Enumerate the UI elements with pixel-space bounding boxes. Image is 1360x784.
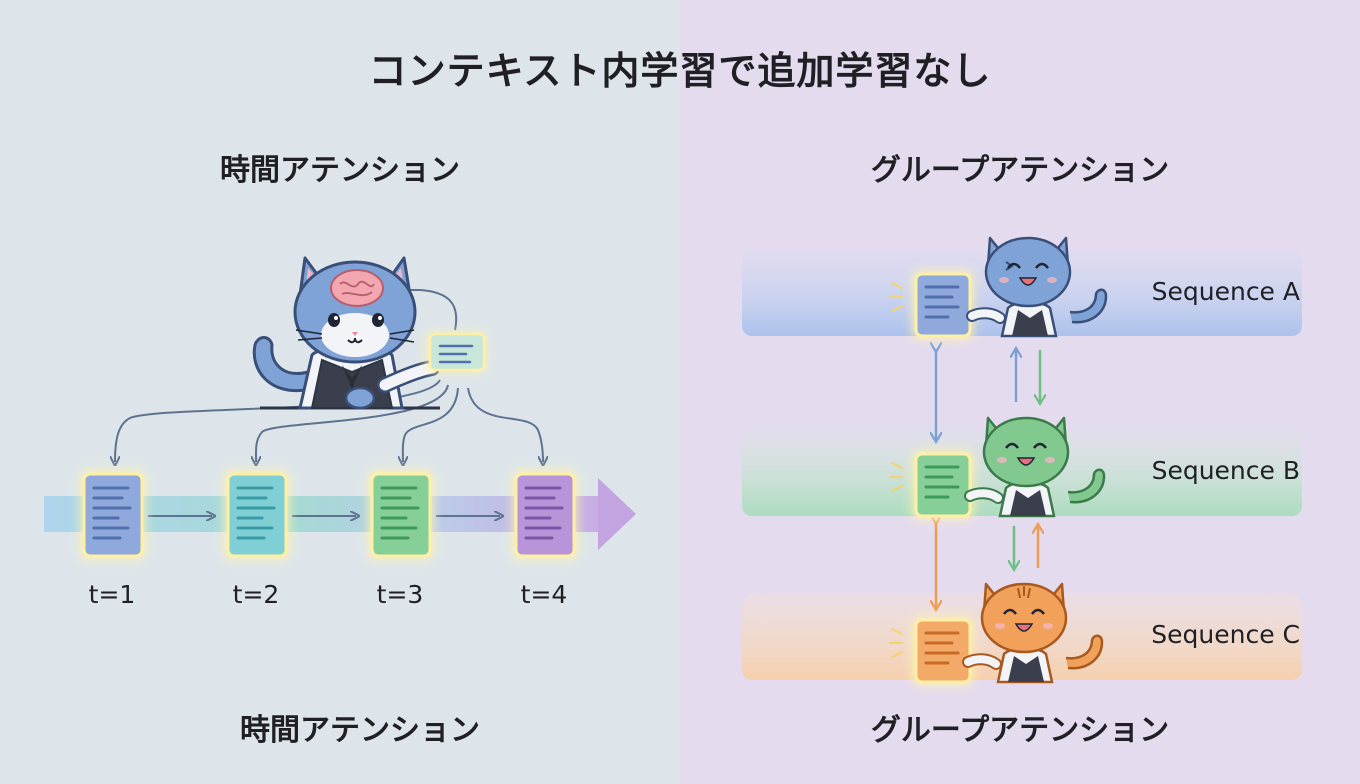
cat-sequence-c-icon — [962, 582, 1104, 684]
doc-sequence-c — [889, 616, 974, 686]
main-title: コンテキスト内学習で追加学習なし — [368, 49, 992, 93]
sequence-a-label: Sequence A — [1151, 277, 1300, 306]
doc-t4 — [512, 470, 578, 560]
doc-sequence-b — [889, 450, 974, 520]
left-panel-heading: 時間アテンション — [220, 153, 460, 188]
doc-t2 — [224, 470, 290, 560]
timestep-label-2: t=2 — [232, 580, 280, 609]
doc-sequence-a — [889, 270, 974, 340]
doc-t3 — [368, 470, 434, 560]
group-attention-arrows — [936, 350, 1040, 608]
timestep-label-3: t=3 — [376, 580, 424, 609]
cat-sequence-a-icon — [966, 236, 1108, 338]
timestep-label-4: t=4 — [520, 580, 568, 609]
left-panel-caption: 時間アテンション — [240, 713, 480, 748]
sequence-b-label: Sequence B — [1151, 456, 1300, 485]
right-panel-caption: グループアテンション — [870, 713, 1170, 748]
cat-with-brain-icon — [252, 256, 486, 410]
timestep-label-1: t=1 — [88, 580, 136, 609]
cat-sequence-b-icon — [964, 416, 1106, 518]
right-panel-heading: グループアテンション — [870, 153, 1170, 188]
doc-t1 — [80, 470, 146, 560]
sequence-c-label: Sequence C — [1151, 620, 1300, 649]
